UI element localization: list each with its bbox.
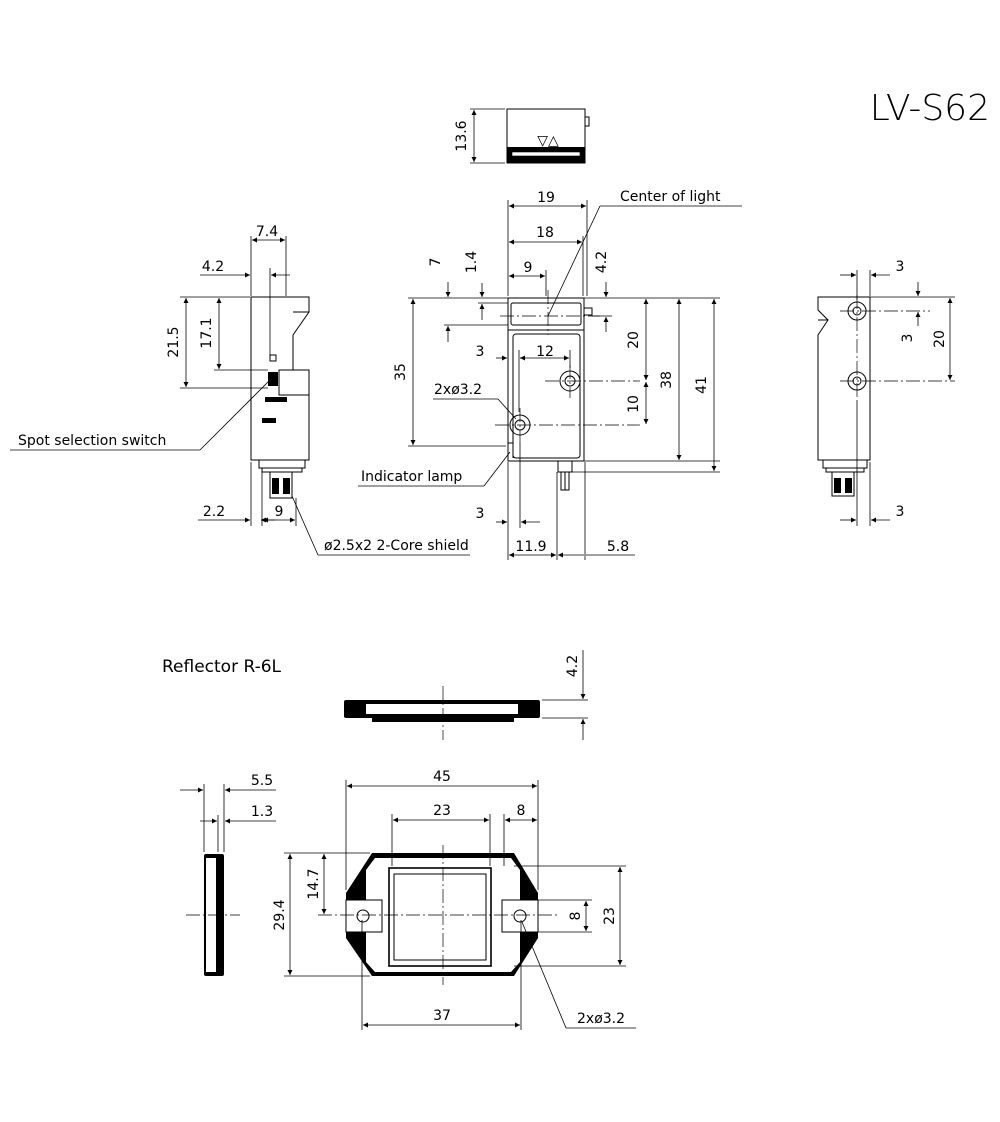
dim-front-bottom-3: 3 [476, 506, 485, 522]
label-reflector: Reflector R-6L [162, 657, 282, 677]
dim-front-41: 41 [694, 376, 710, 394]
dim-refl-45: 45 [433, 769, 451, 785]
dim-front-5-8: 5.8 [607, 539, 629, 555]
dim-refl-14-7: 14.7 [306, 868, 322, 899]
dim-front-7: 7 [428, 258, 444, 267]
dim-front-11-9: 11.9 [515, 539, 546, 555]
dim-side-21-5: 21.5 [166, 326, 182, 357]
dim-front-19: 19 [537, 190, 555, 206]
dim-front-4-2: 4.2 [594, 251, 610, 273]
dim-rside-20: 20 [932, 330, 948, 348]
reflector-side-view: 4.2 [344, 650, 588, 740]
model-title: LV-S62 [870, 88, 990, 129]
dim-refl-8-top: 8 [517, 803, 526, 819]
front-view: 19 18 9 7 1.4 4.2 3 12 20 [358, 189, 742, 560]
dim-refl-29-4: 29.4 [272, 899, 288, 930]
dim-refl-23-top: 23 [433, 803, 451, 819]
dim-refl-37: 37 [433, 1008, 451, 1024]
dim-front-38: 38 [659, 371, 675, 389]
dim-front-12: 12 [536, 344, 554, 360]
reflector-front-view: 45 23 8 14.7 29.4 8 23 37 [272, 769, 636, 1030]
dim-top-height: 13.6 [454, 120, 470, 151]
dim-refl-23-right: 23 [602, 907, 618, 925]
left-side-view: 7.4 4.2 21.5 17.1 2.2 9 Spot selection s… [10, 224, 470, 556]
top-view: ▽△ 13.6 [454, 108, 590, 164]
label-holes-reflector: 2xø3.2 [577, 1011, 625, 1027]
dim-rside-3-bottom: 3 [896, 504, 905, 520]
label-center-of-light: Center of light [620, 189, 721, 205]
dim-side-7-4: 7.4 [256, 224, 278, 240]
dim-refl-1-3: 1.3 [251, 804, 273, 820]
dim-refl-5-5: 5.5 [251, 773, 273, 789]
dim-front-18: 18 [536, 225, 554, 241]
dim-side-4-2: 4.2 [202, 259, 224, 275]
dim-rside-3-top: 3 [896, 259, 905, 275]
dim-front-35: 35 [393, 363, 409, 381]
right-side-view: 3 3 20 3 [817, 259, 955, 526]
dim-refl-4-2: 4.2 [565, 655, 581, 677]
dim-front-9: 9 [524, 260, 533, 276]
reflector-edge-view: 5.5 1.3 [180, 773, 276, 976]
dim-refl-8-right: 8 [568, 912, 584, 921]
label-indicator-lamp: Indicator lamp [361, 469, 462, 485]
dim-front-1-4: 1.4 [464, 251, 480, 273]
dim-front-3: 3 [476, 344, 485, 360]
dim-side-9: 9 [275, 504, 284, 520]
label-holes-front: 2xø3.2 [434, 382, 482, 398]
indicator-symbol: ▽△ [537, 133, 559, 149]
label-spot-selection-switch: Spot selection switch [18, 433, 166, 449]
dim-side-17-1: 17.1 [199, 317, 215, 348]
dim-side-2-2: 2.2 [203, 504, 225, 520]
dim-rside-3-mid: 3 [900, 334, 916, 343]
dim-front-10: 10 [626, 395, 642, 413]
label-cable: ø2.5x2 2-Core shield [324, 538, 469, 554]
dim-front-20: 20 [626, 331, 642, 349]
